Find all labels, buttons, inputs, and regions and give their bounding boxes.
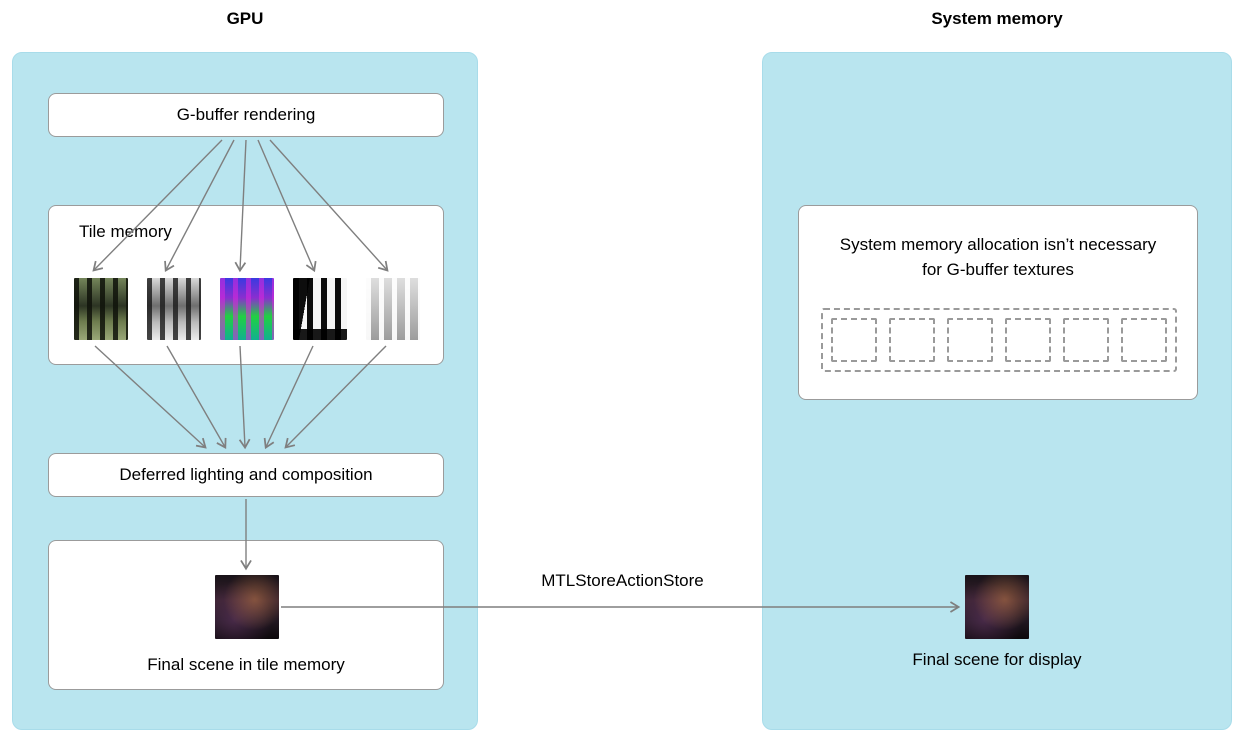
- texture-placeholder: [947, 318, 993, 362]
- deferred-lighting-box: Deferred lighting and composition: [48, 453, 444, 497]
- deferred-lighting-label: Deferred lighting and composition: [119, 465, 373, 484]
- final-scene-tile-memory-caption: Final scene in tile memory: [147, 655, 345, 674]
- texture-placeholder: [1005, 318, 1051, 362]
- tile-memory-label: Tile memory: [79, 222, 172, 241]
- final-scene-thumbnail-display: [965, 575, 1029, 639]
- texture-placeholder: [1121, 318, 1167, 362]
- final-scene-tile-memory-box: Final scene in tile memory: [48, 540, 444, 690]
- store-action-label: MTLStoreActionStore: [541, 571, 704, 590]
- final-scene-thumbnail-gpu: [215, 575, 279, 639]
- normals-texture-thumbnail: [220, 278, 274, 340]
- gbuffer-texture-row: [74, 278, 420, 340]
- lighting-texture-thumbnail: [147, 278, 201, 340]
- gpu-section-title: GPU: [226, 9, 264, 28]
- texture-placeholder: [1063, 318, 1109, 362]
- texture-placeholder: [889, 318, 935, 362]
- shadow-texture-thumbnail: [293, 278, 347, 340]
- system-memory-section-title: System memory: [931, 9, 1063, 28]
- final-scene-display-caption: Final scene for display: [912, 650, 1082, 669]
- tile-memory-box: Tile memory: [48, 205, 444, 365]
- albedo-texture-thumbnail: [74, 278, 128, 340]
- gbuffer-rendering-label: G-buffer rendering: [176, 105, 316, 124]
- gbuffer-rendering-box: G-buffer rendering: [48, 93, 444, 137]
- depth-texture-thumbnail: [366, 278, 420, 340]
- texture-placeholder: [831, 318, 877, 362]
- system-memory-note-box: System memory allocation isn’t necessary…: [798, 205, 1198, 400]
- texture-placeholder-row: [821, 308, 1177, 372]
- system-memory-note-text: System memory allocation isn’t necessary…: [839, 235, 1157, 279]
